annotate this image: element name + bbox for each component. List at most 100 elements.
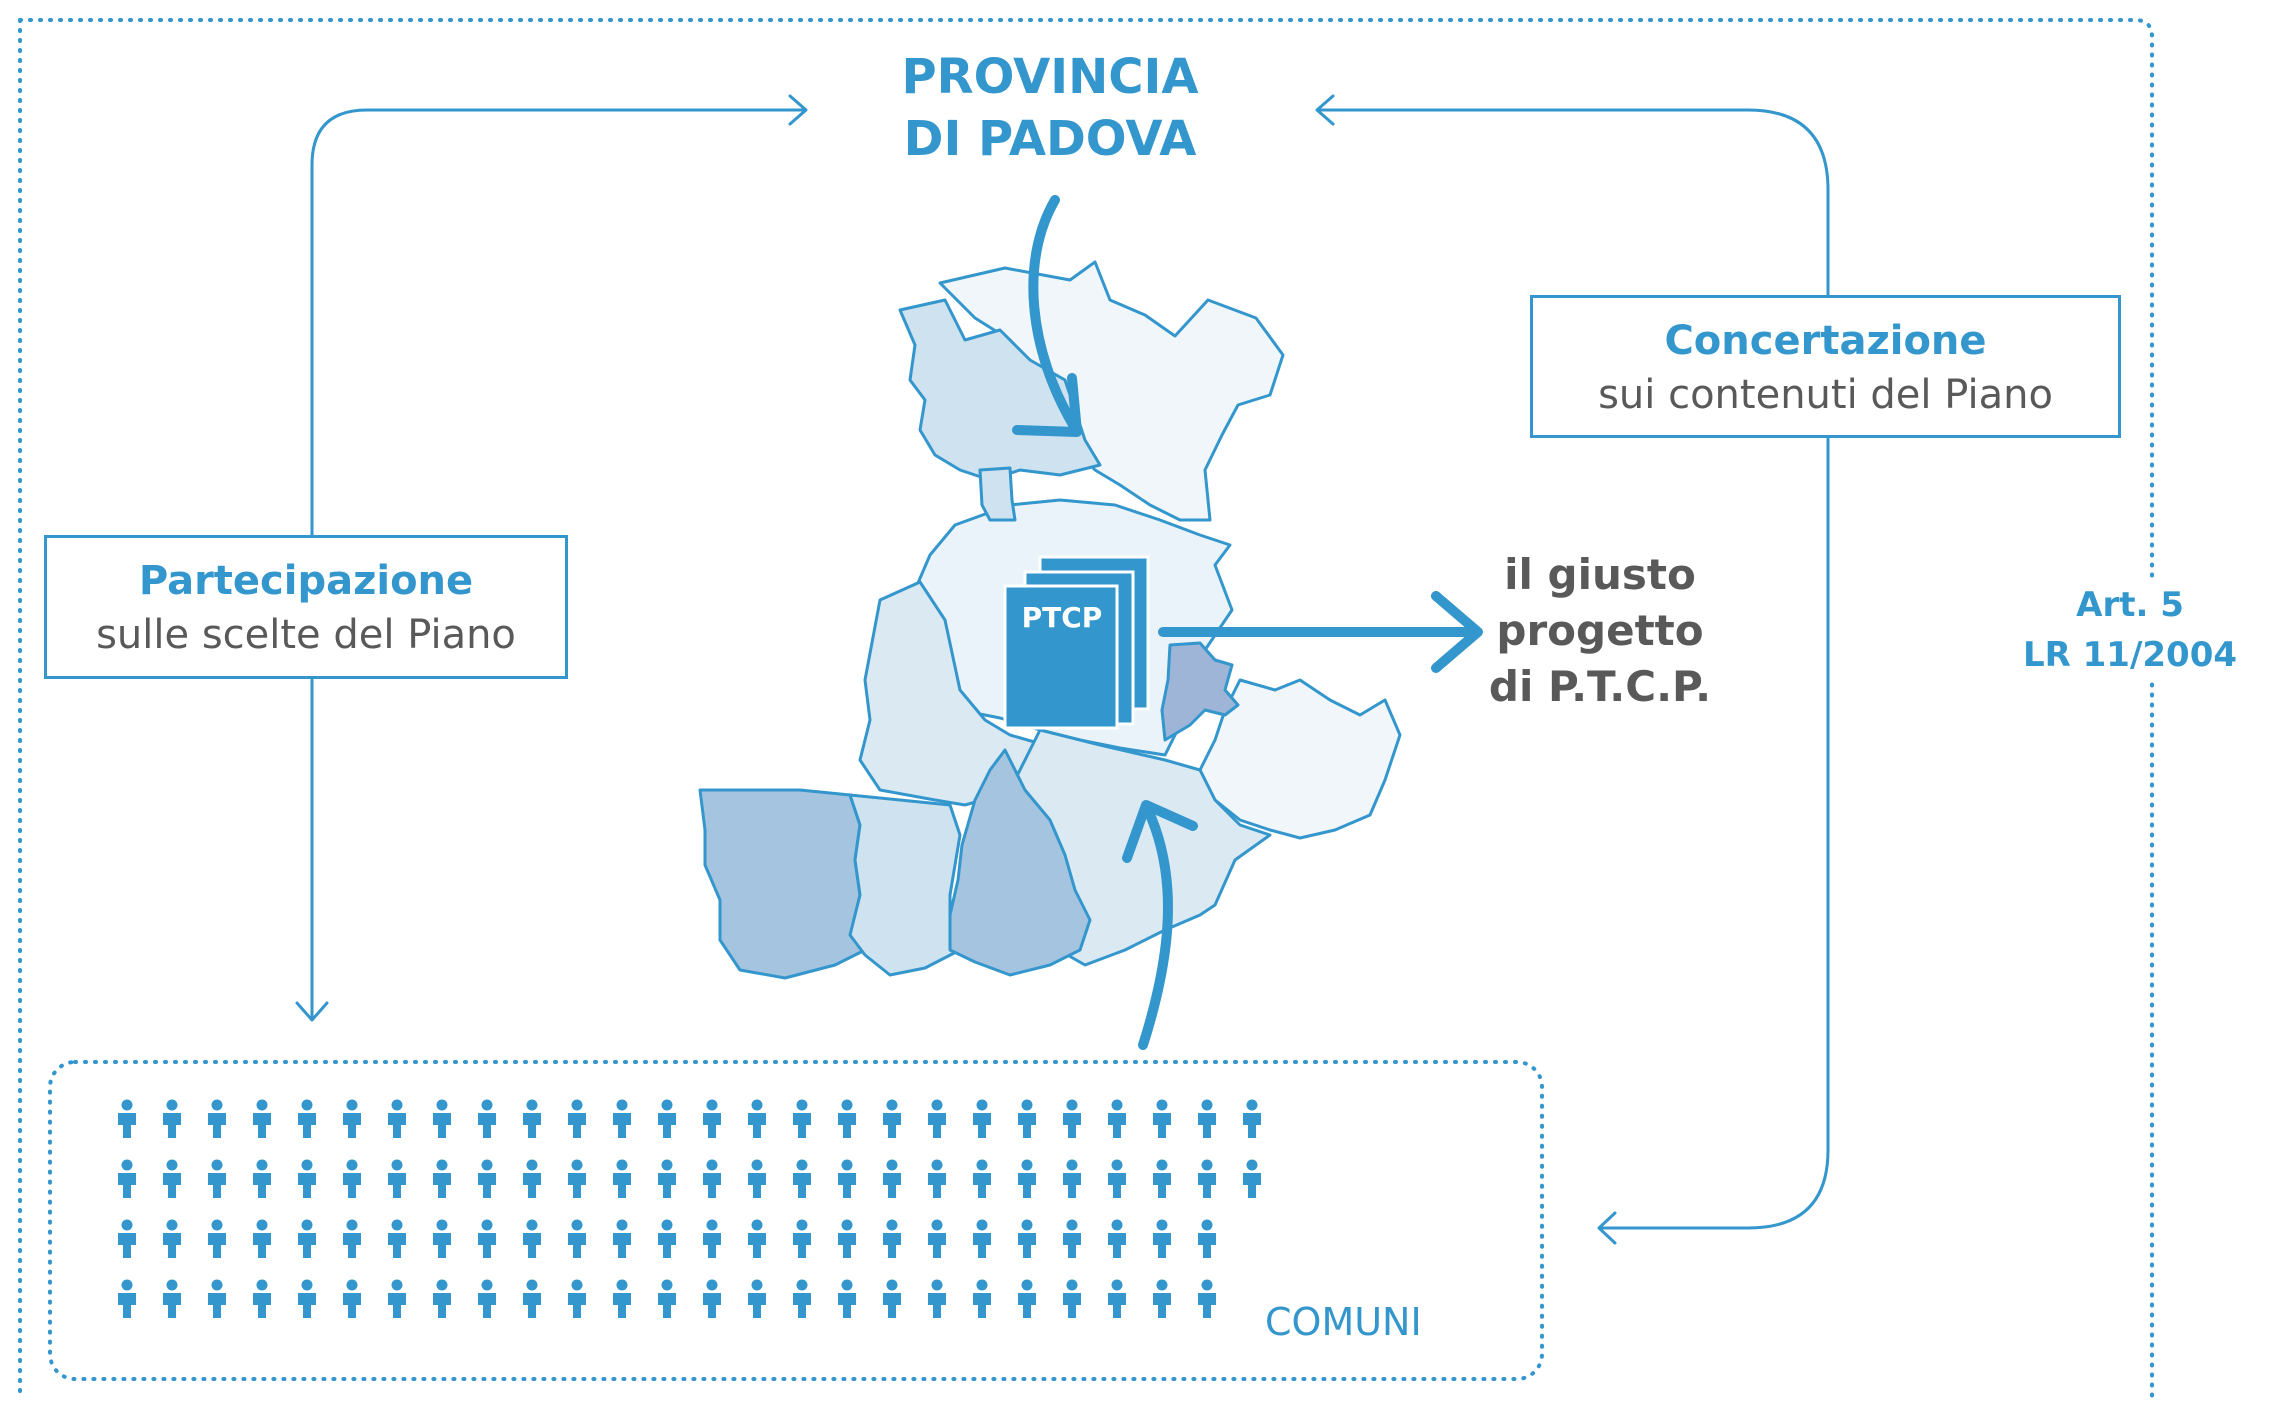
person-icon (208, 1159, 226, 1198)
participation-box: Partecipazione sulle scelte del Piano (44, 535, 568, 679)
person-icon (1198, 1279, 1216, 1318)
person-icon (928, 1279, 946, 1318)
municipalities-box (48, 1060, 1544, 1381)
concertation-arrowhead (1315, 94, 1335, 126)
person-icon (928, 1099, 946, 1138)
person-icon (883, 1159, 901, 1198)
outer-dotted-frame (18, 18, 2154, 1400)
person-icon (748, 1099, 766, 1138)
map-region-south-west-dark (698, 788, 867, 980)
concertation-down-arrowhead (1597, 1211, 1617, 1245)
person-icon (973, 1219, 991, 1258)
person-icon (343, 1159, 361, 1198)
concertation-connector-bottom (1598, 436, 1830, 1230)
participation-down-arrowhead (295, 1001, 329, 1022)
person-icon (658, 1159, 676, 1198)
person-icon (298, 1219, 316, 1258)
person-icon (928, 1219, 946, 1258)
person-icon (1153, 1159, 1171, 1198)
person-icon (568, 1159, 586, 1198)
person-icon (748, 1219, 766, 1258)
person-icon (298, 1279, 316, 1318)
outcome-line-1: il giusto (1504, 550, 1696, 599)
person-icon (658, 1219, 676, 1258)
person-icon (208, 1219, 226, 1258)
person-icon (523, 1159, 541, 1198)
outcome-line-2: progetto (1496, 606, 1704, 655)
person-icon (973, 1099, 991, 1138)
person-icon (433, 1099, 451, 1138)
municipalities-to-plan-arrowhead (1122, 800, 1198, 863)
concertation-box: Concertazione sui contenuti del Piano (1530, 295, 2121, 438)
person-icon (1243, 1159, 1261, 1198)
person-icon (253, 1159, 271, 1198)
person-icon (838, 1099, 856, 1138)
person-icon (478, 1219, 496, 1258)
person-icon (478, 1279, 496, 1318)
law-line-2: LR 11/2004 (2022, 635, 2238, 675)
person-icon (118, 1219, 136, 1258)
person-icon (1063, 1279, 1081, 1318)
person-icon (658, 1099, 676, 1138)
person-icon (703, 1219, 721, 1258)
person-icon (523, 1219, 541, 1258)
page-title: PROVINCIA DI PADOVA (850, 46, 1250, 170)
person-icon (838, 1279, 856, 1318)
person-icon (613, 1159, 631, 1198)
person-icon (163, 1219, 181, 1258)
map-region-south-dark (948, 748, 1092, 977)
person-icon (883, 1099, 901, 1138)
person-icon (433, 1159, 451, 1198)
person-icon (1198, 1159, 1216, 1198)
person-icon (388, 1219, 406, 1258)
person-icon (523, 1099, 541, 1138)
concertation-title: Concertazione (1664, 318, 1987, 364)
outcome-line-3: di P.T.C.P. (1488, 662, 1712, 711)
person-icon (253, 1099, 271, 1138)
person-icon (703, 1279, 721, 1318)
province-to-plan-arrow (1028, 195, 1080, 433)
participation-subtitle: sulle scelte del Piano (96, 612, 516, 658)
person-icon (388, 1159, 406, 1198)
person-icon (478, 1159, 496, 1198)
person-icon (838, 1159, 856, 1198)
person-icon (433, 1219, 451, 1258)
person-icon (253, 1279, 271, 1318)
person-icon (1198, 1219, 1216, 1258)
person-icon (118, 1099, 136, 1138)
person-icon (478, 1099, 496, 1138)
map-region-east (1198, 678, 1402, 840)
person-icon (748, 1159, 766, 1198)
person-icon (838, 1219, 856, 1258)
person-icon (343, 1279, 361, 1318)
person-icon (253, 1219, 271, 1258)
map-enclave-purple (1160, 641, 1240, 742)
person-icon (1063, 1099, 1081, 1138)
person-icon (118, 1159, 136, 1198)
person-icon (163, 1099, 181, 1138)
person-icon (973, 1159, 991, 1198)
person-icon (1108, 1279, 1126, 1318)
person-icon (613, 1099, 631, 1138)
participation-title: Partecipazione (138, 558, 474, 604)
person-icon (748, 1279, 766, 1318)
person-icon (883, 1279, 901, 1318)
person-icon (343, 1219, 361, 1258)
person-icon (343, 1099, 361, 1138)
person-icon (973, 1279, 991, 1318)
person-icon (118, 1279, 136, 1318)
person-icon (163, 1159, 181, 1198)
person-icon (793, 1099, 811, 1138)
person-icon (883, 1219, 901, 1258)
title-line-1: PROVINCIA (901, 49, 1199, 105)
person-icon (793, 1279, 811, 1318)
concertation-subtitle: sui contenuti del Piano (1598, 372, 2053, 418)
person-icon (1063, 1219, 1081, 1258)
person-icon (388, 1099, 406, 1138)
person-icon (613, 1219, 631, 1258)
person-icon (1198, 1099, 1216, 1138)
participation-arrowhead (788, 94, 808, 126)
person-icon (1153, 1279, 1171, 1318)
person-icon (1153, 1219, 1171, 1258)
